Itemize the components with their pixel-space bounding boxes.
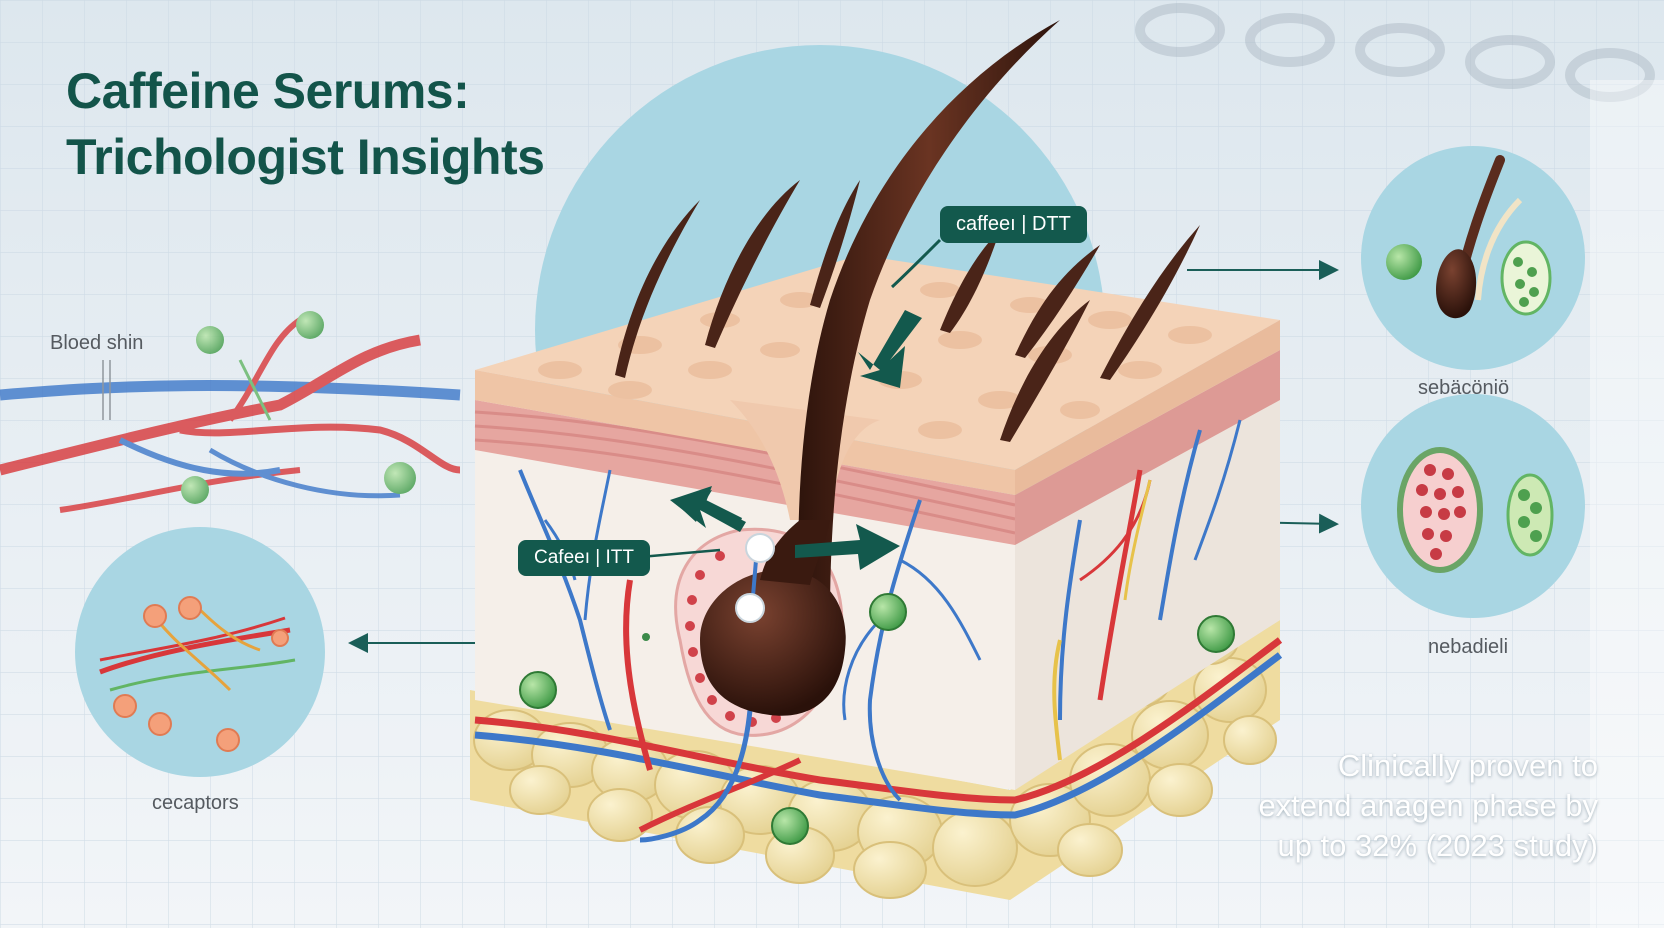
- blood-vessel-icon: [0, 311, 461, 513]
- title-line-2: Trichologist Insights: [66, 129, 545, 185]
- stat-line-2: extend anagen phase by: [1258, 788, 1598, 823]
- molecule-dot: [735, 593, 765, 623]
- receptors-inset: [75, 527, 325, 777]
- cell-cluster-icon: [1361, 394, 1585, 618]
- label-receptors: cecaptors: [152, 792, 239, 814]
- skin-cross-section: [470, 20, 1283, 900]
- hair-follicle-icon: [798, 20, 1060, 620]
- title-line-1: Caffeine Serums:: [66, 63, 470, 119]
- callout-caffeine-left: Cafeeı | ITT: [518, 540, 650, 576]
- sebaceous-gland-icon: [1361, 146, 1585, 370]
- stat-line-3: up to 32% (2023 study): [1277, 828, 1598, 863]
- callout-caffeine-top: caffeeı | DTT: [940, 206, 1087, 243]
- notebook-rings: [1135, 3, 1655, 102]
- hair-icon: [615, 180, 1200, 442]
- label-blood-shin: Bloed shin: [50, 332, 144, 354]
- label-nebadiell: nebadieli: [1428, 636, 1509, 658]
- clinical-stat: Clinically proven to extend anagen phase…: [1138, 746, 1598, 866]
- arrow-icon: [670, 310, 922, 570]
- molecule-dot: [745, 533, 775, 563]
- stat-line-1: Clinically proven to: [1337, 748, 1598, 783]
- page-title: Caffeine Serums: Trichologist Insights: [66, 58, 545, 190]
- label-sebaceous: sebäcöniö: [1418, 377, 1510, 399]
